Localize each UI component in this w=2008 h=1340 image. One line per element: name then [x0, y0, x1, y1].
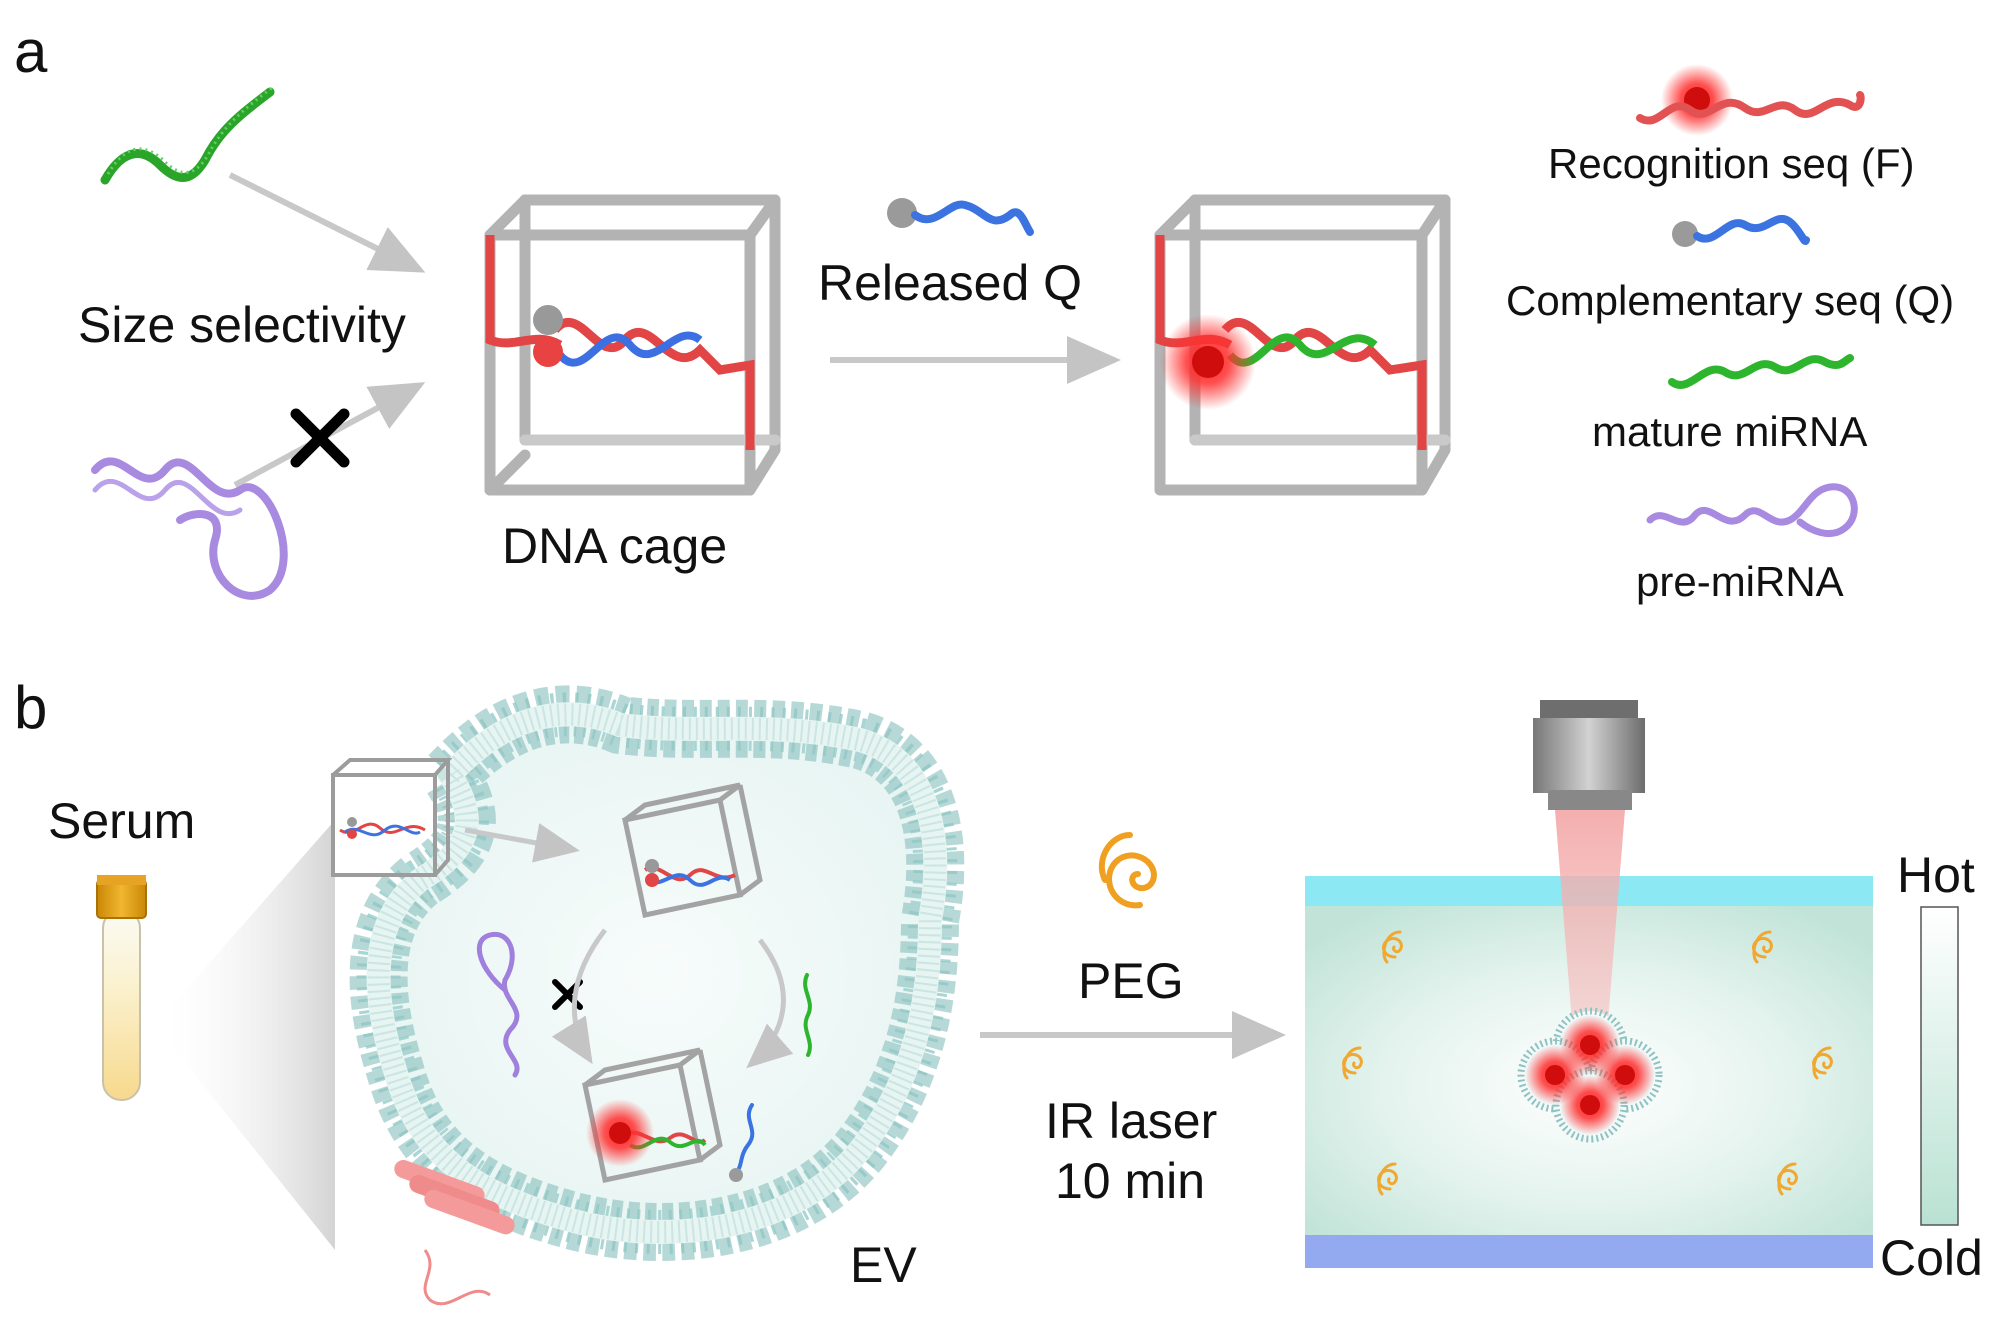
- ev-fluorescent-cage-icon: [582, 1047, 723, 1183]
- peg-label: PEG: [1078, 953, 1184, 1009]
- serum-label: Serum: [48, 793, 195, 849]
- released-q-strand-icon: [887, 198, 1034, 236]
- green-mirna-strand-icon: [100, 85, 275, 185]
- serum-tube-icon: [96, 875, 147, 1101]
- small-cage-outside-icon: [331, 758, 453, 877]
- membrane-protein-icon: [394, 1160, 515, 1306]
- laser-objective-icon: [1533, 700, 1645, 810]
- ev-curved-arrow-left: [551, 928, 607, 1065]
- purple-pre-mirna-hairpin-icon: [91, 457, 288, 600]
- peg-spiral-icon: [1098, 832, 1157, 909]
- legend-mature-mirna-label: mature miRNA: [1592, 408, 1867, 455]
- released-q-label: Released Q: [818, 255, 1082, 311]
- laser-duration-label: 10 min: [1055, 1153, 1205, 1209]
- dna-cage-label: DNA cage: [502, 518, 727, 574]
- legend-mature-mirna-icon: [1668, 354, 1854, 389]
- legend-pre-mirna-label: pre-miRNA: [1636, 558, 1844, 605]
- dna-cage-icon: [484, 194, 781, 496]
- laser-beam: [1555, 810, 1625, 1060]
- arrow-enter-ev: [464, 823, 580, 863]
- legend-pre-mirna-icon: [1646, 483, 1858, 537]
- ev-released-q-icon: [729, 1103, 755, 1182]
- legend-recognition-seq-icon: [1636, 64, 1865, 136]
- ev-curved-arrow-right: [746, 938, 794, 1069]
- panel-b-letter: b: [14, 674, 47, 741]
- legend-complementary-seq-icon: [1672, 214, 1810, 247]
- ev-mirna-icon: [803, 973, 812, 1057]
- legend-complementary-seq-label: Complementary seq (Q): [1506, 277, 1954, 324]
- ev-label: EV: [850, 1237, 917, 1293]
- legend-recognition-seq-label: Recognition seq (F): [1548, 140, 1915, 187]
- ev-cluster-icon: [1517, 1007, 1663, 1143]
- cold-label: Cold: [1880, 1230, 1983, 1286]
- panel-a-letter: a: [14, 18, 48, 85]
- ev-pre-mirna-icon: [476, 931, 520, 1078]
- extracellular-vesicle: [349, 685, 965, 1261]
- temperature-scale-bar: [1920, 906, 1959, 1226]
- arrow-mirna-to-cage: [228, 172, 426, 273]
- size-selectivity-label: Size selectivity: [78, 297, 406, 353]
- cage-mirna-duplex: [1155, 235, 1427, 450]
- chamber-peg-spirals: [1342, 930, 1833, 1196]
- hot-label: Hot: [1897, 847, 1975, 903]
- blocked-x-icon: [290, 408, 350, 468]
- cage-dna-duplex: [485, 235, 755, 450]
- zoom-cone: [155, 820, 335, 1250]
- bottom-plate: [1305, 1235, 1873, 1268]
- cage-inside-ev-icon: [622, 782, 763, 918]
- ir-laser-label: IR laser: [1045, 1093, 1217, 1149]
